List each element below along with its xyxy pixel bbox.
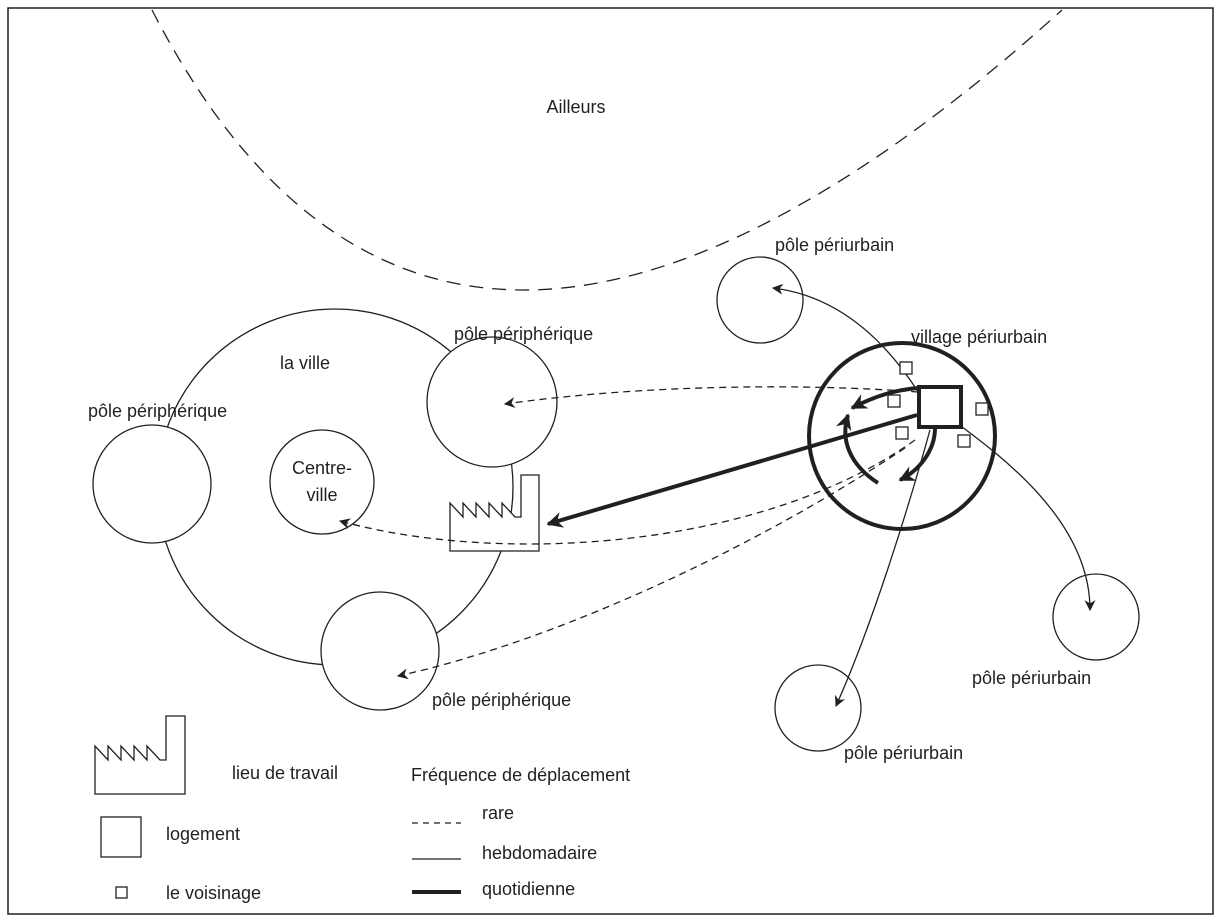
- voisinage-square-5: [957, 434, 971, 448]
- pole-periurbain-top-circle: [716, 256, 804, 344]
- rare-arrow-to-pole-peripherique-top: [503, 386, 919, 409]
- legend-factory-icon: [94, 715, 186, 795]
- voisinage-square-4: [895, 426, 909, 440]
- voisinage-square-3: [975, 402, 989, 416]
- village-periurbain-label: village périurbain: [911, 327, 1047, 347]
- pole-peripherique-top-label: pôle périphérique: [454, 324, 593, 344]
- pole-periurbain-right-label: pôle périurbain: [972, 668, 1091, 688]
- centre-ville-label-line2: ville: [306, 485, 337, 505]
- factory-icon: [449, 474, 540, 552]
- figure-frame: [7, 7, 1214, 915]
- legend-hebdomadaire: hebdomadaire: [482, 843, 597, 863]
- legend-voisinage: le voisinage: [166, 883, 261, 903]
- pole-peripherique-bottom-circle: [320, 591, 440, 711]
- pole-periurbain-top-label: pôle périurbain: [775, 235, 894, 255]
- legend-frequency-title: Fréquence de déplacement: [411, 765, 630, 785]
- pole-periurbain-bottom-circle: [774, 664, 862, 752]
- la-ville-label: la ville: [280, 353, 330, 373]
- pole-peripherique-top-circle: [426, 336, 558, 468]
- ailleurs-label: Ailleurs: [546, 97, 605, 117]
- rare-arrow-to-pole-peripherique-bottom: [396, 447, 906, 680]
- legend-rare: rare: [482, 803, 514, 823]
- pole-peripherique-left-label: pôle périphérique: [88, 401, 227, 421]
- voisinage-square-1: [899, 361, 913, 375]
- daily-arrow-to-lieu-de-travail: [546, 413, 918, 528]
- pole-periurbain-bottom-label: pôle périurbain: [844, 743, 963, 763]
- rare-arrow-to-centre-ville: [338, 439, 916, 545]
- centre-ville-circle: [269, 429, 375, 535]
- pole-periurbain-right-circle: [1052, 573, 1140, 661]
- legend-logement: logement: [166, 824, 240, 844]
- legend-logement-square: [100, 816, 142, 858]
- legend-voisinage-square: [115, 886, 128, 899]
- daily-arrow-local-1: [850, 386, 919, 410]
- legend-quotidienne: quotidienne: [482, 879, 575, 899]
- daily-arrow-local-3: [898, 427, 937, 482]
- logement-square: [917, 385, 963, 429]
- voisinage-square-2: [887, 394, 901, 408]
- legend-lieu-de-travail: lieu de travail: [232, 763, 338, 783]
- ailleurs-boundary: [151, 9, 1063, 291]
- weekly-arrow-to-pole-periurbain-right: [949, 417, 1096, 612]
- centre-ville-label-line1: Centre-: [292, 458, 352, 478]
- pole-peripherique-bottom-label: pôle périphérique: [432, 690, 571, 710]
- pole-peripherique-left-circle: [92, 424, 212, 544]
- daily-arrow-local-2: [835, 413, 880, 485]
